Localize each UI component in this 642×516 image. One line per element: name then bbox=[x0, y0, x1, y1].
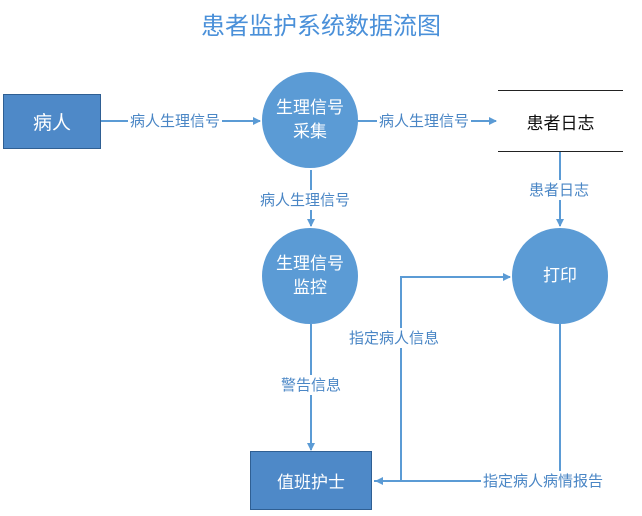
flow-label-collect-to-monitor: 病人生理信号 bbox=[258, 190, 353, 210]
diagram-title: 患者监护系统数据流图 bbox=[201, 12, 441, 40]
flow-label-nurse-to-print: 指定病人信息 bbox=[347, 328, 442, 348]
arrow-nurse-to-print bbox=[374, 273, 511, 482]
entity-patient-label: 病人 bbox=[32, 112, 71, 134]
process-signal-monitor: 生理信号监控 bbox=[262, 228, 358, 324]
flow-label-collect-to-log: 病人生理信号 bbox=[377, 111, 472, 131]
process-signal-monitor-label: 生理信号监控 bbox=[276, 254, 344, 298]
flow-label-monitor-to-nurse: 警告信息 bbox=[279, 375, 344, 395]
process-signal-collect: 生理信号采集 bbox=[262, 72, 358, 168]
flow-label-print-to-nurse: 指定病人病情报告 bbox=[481, 471, 606, 491]
process-signal-collect-label: 生理信号采集 bbox=[276, 98, 344, 142]
flow-label-log-to-print: 患者日志 bbox=[527, 180, 592, 200]
process-print: 打印 bbox=[512, 228, 608, 324]
entity-nurse: 值班护士 bbox=[250, 451, 372, 510]
datastore-patient-log: 患者日志 bbox=[498, 90, 623, 152]
entity-patient: 病人 bbox=[3, 94, 101, 149]
datastore-patient-log-label: 患者日志 bbox=[526, 113, 595, 134]
flow-label-patient-to-collect: 病人生理信号 bbox=[128, 111, 223, 131]
entity-nurse-label: 值班护士 bbox=[277, 473, 345, 493]
process-print-label: 打印 bbox=[543, 266, 577, 286]
